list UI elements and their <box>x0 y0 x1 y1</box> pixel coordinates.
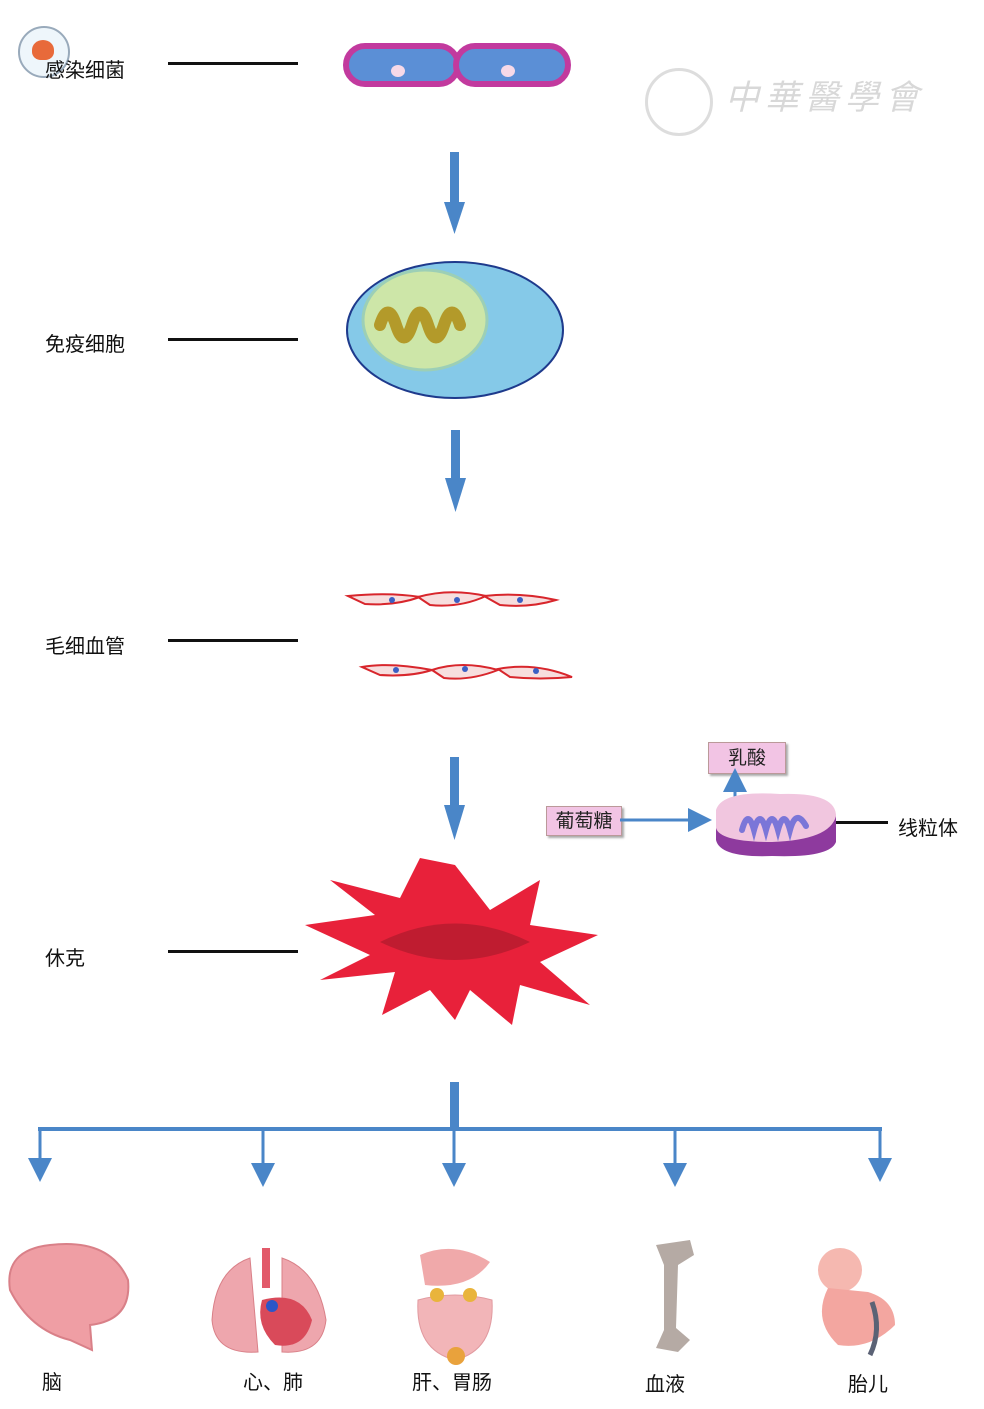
arrow-down-2 <box>445 430 466 512</box>
connector-capillary <box>168 639 298 642</box>
immune-cell-illustration <box>346 261 564 399</box>
label-blood: 血液 <box>645 1372 685 1396</box>
distribution-arrows <box>28 1082 892 1187</box>
mitochondria-illustration <box>716 793 836 857</box>
liver-gi-illustration <box>417 1248 493 1365</box>
capillary-nuclei <box>389 597 539 674</box>
watermark-text: 中華醫學會 <box>725 78 925 118</box>
connector-bacteria <box>168 62 298 65</box>
blood-bone-illustration <box>656 1240 694 1352</box>
society-logo <box>18 26 70 78</box>
glucose-box: 葡萄糖 <box>546 806 622 836</box>
label-capillary: 毛细血管 <box>45 634 125 658</box>
label-brain: 脑 <box>42 1370 62 1394</box>
connector-shock <box>168 950 298 953</box>
heart-lung-illustration <box>211 1248 327 1353</box>
label-liver-gi: 肝、胃肠 <box>412 1370 492 1394</box>
label-fetus: 胎儿 <box>848 1372 888 1396</box>
capillary-illustration <box>344 591 573 680</box>
label-heart-lung: 心、肺 <box>243 1370 303 1394</box>
lactate-box: 乳酸 <box>708 742 786 774</box>
label-mitochondria: 线粒体 <box>898 816 958 840</box>
fetus-illustration <box>818 1248 895 1357</box>
label-immune-cell: 免疫细胞 <box>45 332 125 356</box>
label-shock: 休克 <box>45 946 85 970</box>
bacteria-illustration <box>343 43 571 87</box>
watermark-logo <box>645 68 713 136</box>
label-bacteria: 感染细菌 <box>45 58 125 82</box>
connector-mitochondria <box>836 821 888 824</box>
arrow-down-1 <box>444 152 465 234</box>
connector-immune-cell <box>168 338 298 341</box>
brain-illustration <box>8 1243 130 1352</box>
arrow-down-3 <box>444 757 465 840</box>
shock-burst-illustration <box>305 858 598 1025</box>
